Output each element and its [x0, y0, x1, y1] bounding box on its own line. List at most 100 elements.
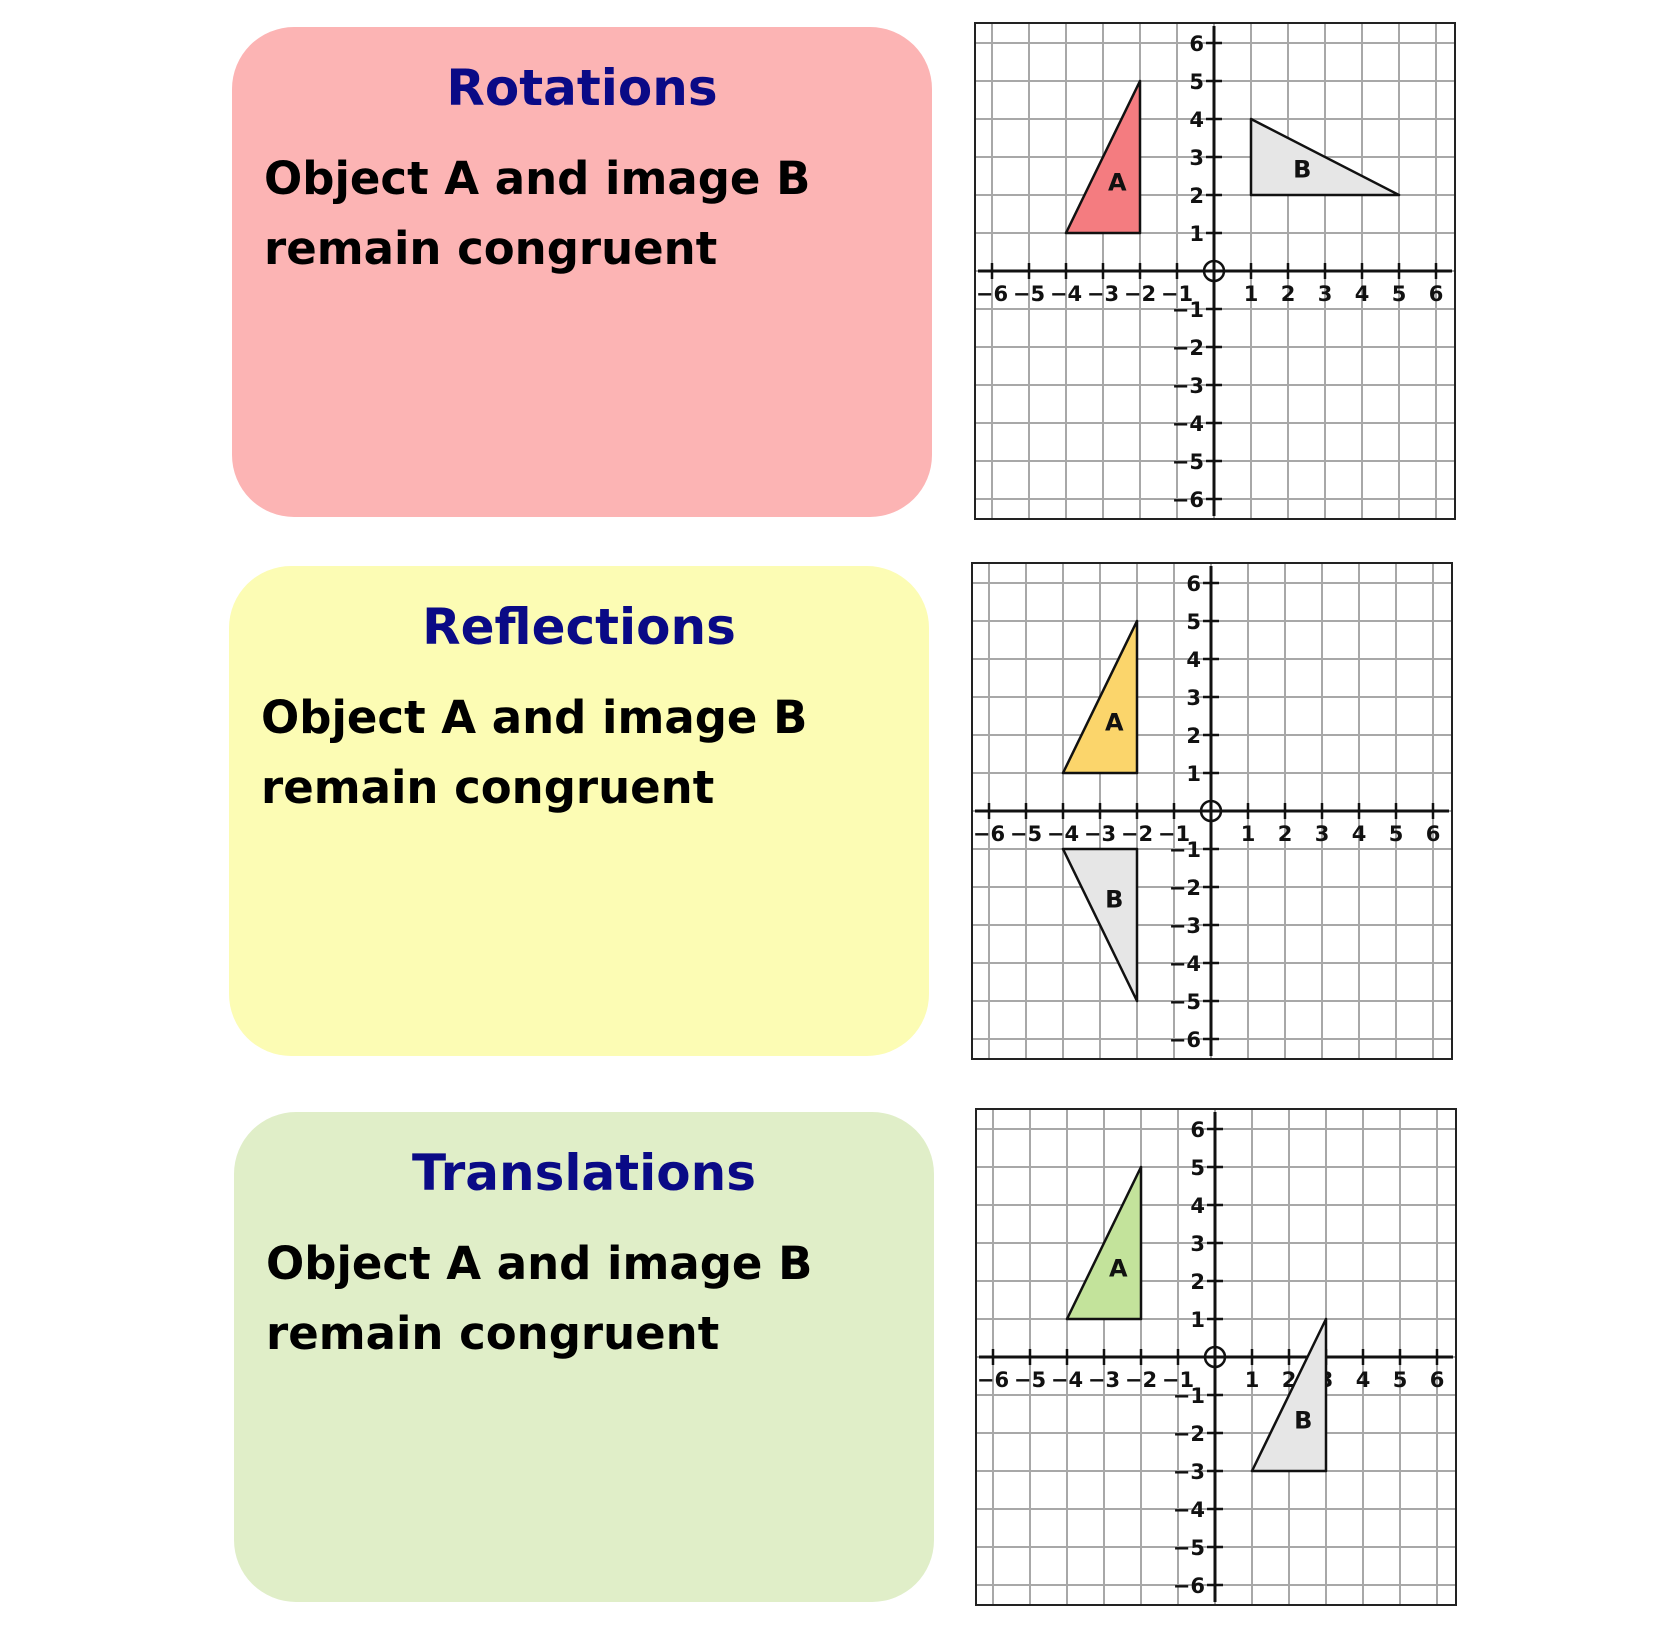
translations-text-line-2: remain congruent — [266, 1307, 720, 1360]
y-tick-label: −1 — [1172, 298, 1204, 322]
x-tick-label: −1 — [1162, 1368, 1194, 1392]
y-tick-label: −4 — [1173, 1498, 1205, 1522]
reflections-text-line-1: Object A and image B — [261, 691, 808, 744]
origin-marker — [1203, 1345, 1227, 1369]
y-tick-label: 2 — [1186, 724, 1201, 748]
y-tick-label: −4 — [1169, 952, 1201, 976]
x-tick-label: −2 — [1121, 822, 1153, 846]
y-tick-label: −2 — [1173, 1422, 1205, 1446]
x-tick-label: 5 — [1393, 1368, 1408, 1392]
y-tick-label: 6 — [1189, 32, 1204, 56]
y-tick-label: −3 — [1172, 374, 1204, 398]
x-tick-label: 3 — [1318, 282, 1333, 306]
y-tick-label: 2 — [1189, 184, 1204, 208]
reflections-text-line-2: remain congruent — [261, 761, 715, 814]
translations-title: Translations — [412, 1144, 756, 1202]
translations-card: Translations Object A and image B remain… — [234, 1112, 934, 1602]
rotations-shape-a — [1064, 79, 1142, 235]
rotations-title: Rotations — [446, 59, 718, 117]
y-tick-label: 5 — [1189, 70, 1204, 94]
origin-marker — [1202, 259, 1226, 283]
y-tick-label: 5 — [1186, 610, 1201, 634]
y-tick-label: 6 — [1190, 1118, 1205, 1142]
y-tick-label: −1 — [1169, 838, 1201, 862]
origin-marker — [1199, 799, 1223, 823]
y-tick-label: 1 — [1190, 1308, 1205, 1332]
x-tick-label: −6 — [973, 822, 1005, 846]
x-tick-label: −4 — [1047, 822, 1079, 846]
rotations-text-line-1: Object A and image B — [264, 152, 811, 205]
y-tick-label: 4 — [1186, 648, 1201, 672]
y-tick-label: 2 — [1190, 1270, 1205, 1294]
y-tick-label: −4 — [1172, 412, 1204, 436]
x-tick-label: −2 — [1124, 282, 1156, 306]
x-tick-label: −1 — [1158, 822, 1190, 846]
x-tick-label: 2 — [1278, 822, 1293, 846]
y-tick-label: 3 — [1190, 1232, 1205, 1256]
x-tick-label: −5 — [1013, 282, 1045, 306]
x-tick-label: 3 — [1315, 822, 1330, 846]
x-tick-label: 6 — [1430, 1368, 1445, 1392]
x-tick-label: −5 — [1010, 822, 1042, 846]
y-tick-label: −6 — [1172, 488, 1204, 512]
x-tick-label: 1 — [1245, 1368, 1260, 1392]
reflections-shape-a — [1061, 619, 1139, 775]
rotations-text-line-2: remain congruent — [264, 222, 718, 275]
y-tick-label: −5 — [1172, 450, 1204, 474]
x-tick-label: 4 — [1356, 1368, 1371, 1392]
x-tick-label: 2 — [1281, 282, 1296, 306]
y-tick-label: −3 — [1173, 1460, 1205, 1484]
x-tick-label: −4 — [1051, 1368, 1083, 1392]
y-tick-label: 4 — [1189, 108, 1204, 132]
rotations-shape-b — [1249, 117, 1401, 197]
x-tick-label: −2 — [1125, 1368, 1157, 1392]
translations-shape-a — [1065, 1165, 1143, 1321]
y-tick-label: 3 — [1186, 686, 1201, 710]
y-tick-label: −2 — [1169, 876, 1201, 900]
y-tick-label: −1 — [1173, 1384, 1205, 1408]
reflections-shape-a-label: A — [1105, 708, 1124, 736]
y-tick-label: 4 — [1190, 1194, 1205, 1218]
translations-shape-b-label: B — [1294, 1406, 1312, 1434]
translations-shape-b — [1250, 1317, 1328, 1473]
x-tick-label: 6 — [1426, 822, 1441, 846]
x-tick-label: 5 — [1389, 822, 1404, 846]
x-tick-label: −5 — [1014, 1368, 1046, 1392]
x-tick-label: 4 — [1352, 822, 1367, 846]
y-tick-label: −3 — [1169, 914, 1201, 938]
x-tick-label: 5 — [1392, 282, 1407, 306]
y-tick-label: 6 — [1186, 572, 1201, 596]
rotations-card: Rotations Object A and image B remain co… — [232, 27, 932, 517]
y-tick-label: −6 — [1173, 1574, 1205, 1598]
x-tick-label: −3 — [1088, 1368, 1120, 1392]
reflections-card: Reflections Object A and image B remain … — [229, 566, 929, 1056]
y-tick-label: 1 — [1189, 222, 1204, 246]
rotations-shape-b-label: B — [1293, 156, 1311, 184]
translations-shape-a-label: A — [1109, 1254, 1128, 1282]
x-tick-label: 1 — [1241, 822, 1256, 846]
x-tick-label: −6 — [976, 282, 1008, 306]
x-tick-label: 6 — [1429, 282, 1444, 306]
x-tick-label: 4 — [1355, 282, 1370, 306]
y-tick-label: −2 — [1172, 336, 1204, 360]
y-tick-label: −6 — [1169, 1028, 1201, 1052]
x-tick-label: −1 — [1161, 282, 1193, 306]
y-tick-label: 5 — [1190, 1156, 1205, 1180]
y-tick-label: 3 — [1189, 146, 1204, 170]
x-tick-label: −3 — [1084, 822, 1116, 846]
y-tick-label: −5 — [1173, 1536, 1205, 1560]
x-tick-label: −3 — [1087, 282, 1119, 306]
reflections-shape-b-label: B — [1105, 886, 1123, 914]
x-tick-label: −6 — [977, 1368, 1009, 1392]
y-tick-label: 1 — [1186, 762, 1201, 786]
rotations-shape-a-label: A — [1108, 168, 1127, 196]
translations-text-line-1: Object A and image B — [266, 1237, 813, 1290]
x-tick-label: 1 — [1244, 282, 1259, 306]
reflections-shape-b — [1061, 847, 1139, 1003]
